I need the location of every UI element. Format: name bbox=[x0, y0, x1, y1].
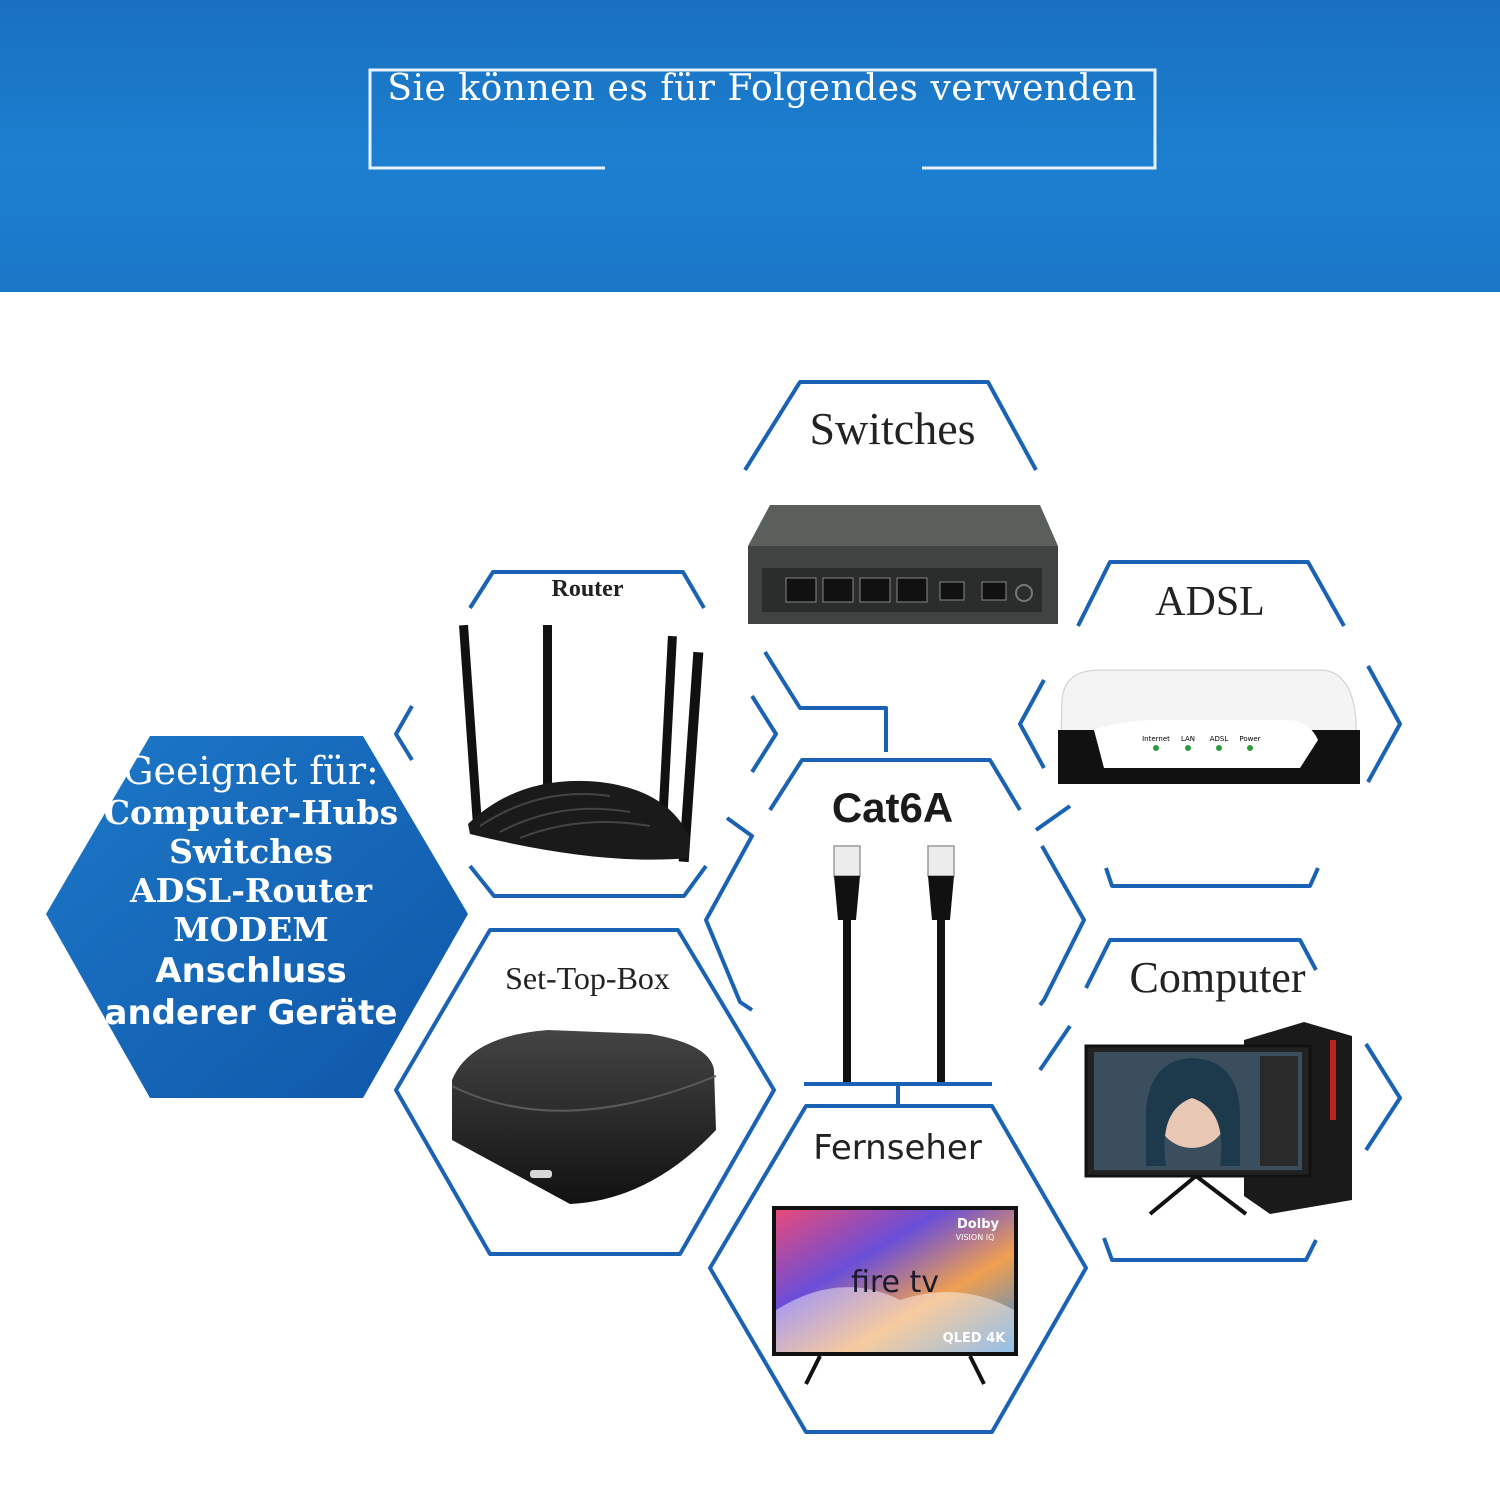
computer-image bbox=[1084, 1022, 1352, 1216]
suitable-item: Switches bbox=[169, 832, 333, 871]
adsl-led-label: ADSL bbox=[1210, 735, 1229, 743]
adsl-led-label: Internet bbox=[1142, 735, 1170, 743]
tv-image: fire tv Dolby VISION IQ QLED 4K bbox=[772, 1206, 1018, 1385]
banner-title: Sie können es für Folgendes verwenden bbox=[387, 68, 1137, 109]
tv-panel-label: QLED 4K bbox=[943, 1331, 1007, 1346]
tv-brand: fire tv bbox=[851, 1265, 939, 1300]
suitable-extra: anderer Geräte bbox=[104, 993, 398, 1033]
adsl-device-image: Internet LAN ADSL Power bbox=[1058, 669, 1360, 784]
switches-label: Switches bbox=[809, 403, 976, 454]
adsl-label: ADSL bbox=[1155, 579, 1265, 625]
adsl-led-label: Power bbox=[1239, 735, 1260, 743]
tv-dolby: Dolby bbox=[957, 1217, 999, 1232]
tv-label: Fernseher bbox=[813, 1128, 982, 1168]
tv-dolby-sub: VISION IQ bbox=[956, 1233, 995, 1242]
cat6a-label: Cat6A bbox=[831, 784, 954, 831]
suitable-item: ADSL-Router bbox=[129, 871, 372, 910]
banner-frame bbox=[368, 68, 1157, 170]
suitable-extra: Anschluss bbox=[155, 951, 347, 991]
suitable-for-panel: Geeignet für: Computer-Hubs Switches ADS… bbox=[96, 752, 406, 1030]
cat6a-cable-image bbox=[833, 845, 955, 1082]
set-top-box-label: Set-Top-Box bbox=[505, 960, 670, 996]
router-label: Router bbox=[551, 576, 624, 602]
suitable-title: Geeignet für: bbox=[123, 749, 379, 793]
set-top-box-image bbox=[451, 1030, 717, 1204]
adsl-led-label: LAN bbox=[1181, 735, 1195, 743]
hexagon-outlines bbox=[394, 380, 1402, 1434]
suitable-item: Computer-Hubs bbox=[103, 793, 399, 832]
switch-device-image bbox=[748, 505, 1058, 624]
suitable-item: MODEM bbox=[173, 910, 329, 949]
router-device-image bbox=[459, 624, 704, 863]
top-banner bbox=[0, 0, 1500, 292]
suitable-hexagon bbox=[46, 736, 468, 1098]
computer-label: Computer bbox=[1129, 953, 1306, 1002]
